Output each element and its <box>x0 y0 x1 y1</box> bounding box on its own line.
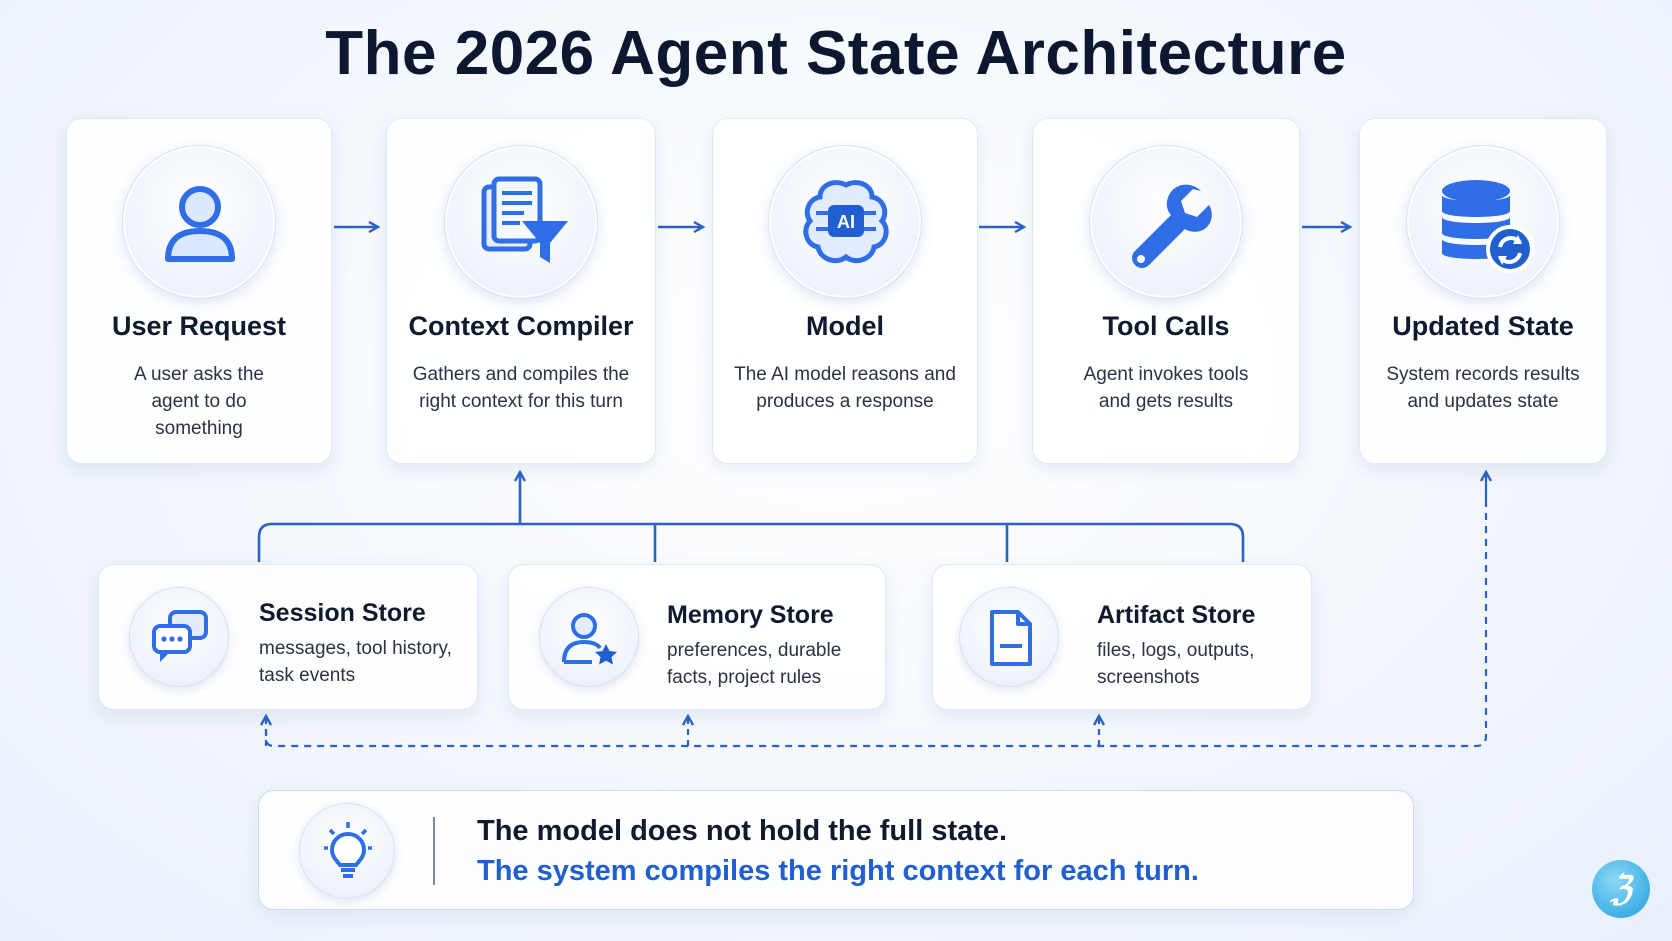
step-title: Model <box>806 311 884 341</box>
store-session: Session Store messages, tool history, ta… <box>98 564 478 710</box>
step-description: Agent invokes tools and gets results <box>1083 364 1249 412</box>
step-description: Gathers and compiles the right context f… <box>412 364 630 412</box>
store-memory: Memory Store preferences, durable facts,… <box>508 564 886 710</box>
step-model: AI Model The AI model reasons and produc… <box>712 118 978 464</box>
store-title: Artifact Store <box>1097 601 1256 629</box>
step-updated-state: Updated State System records results and… <box>1359 118 1607 464</box>
step-title: User Request <box>111 311 287 341</box>
step-description: System records results and updates state <box>1386 364 1580 412</box>
step-user-request: User Request A user asks the agent to do… <box>66 118 332 464</box>
store-description: files, logs, outputs, screenshots <box>1097 640 1255 688</box>
step-title: Context Compiler <box>408 311 634 341</box>
step-context-compiler: Context Compiler Gathers and compiles th… <box>386 118 656 464</box>
callout-divider <box>433 817 435 885</box>
document-icon <box>959 587 1059 687</box>
brand-logo-icon: ℨ <box>1592 860 1650 918</box>
store-artifact: Artifact Store files, logs, outputs, scr… <box>932 564 1312 710</box>
store-title: Memory Store <box>667 601 834 629</box>
wrench-icon <box>1089 145 1243 299</box>
stores-bracket <box>257 522 1245 562</box>
key-insight-callout: The model does not hold the full state. … <box>258 790 1414 910</box>
database-sync-icon <box>1406 145 1560 299</box>
step-description: The AI model reasons and produces a resp… <box>734 364 956 412</box>
ai-badge: AI <box>837 212 855 232</box>
step-tool-calls: Tool Calls Agent invokes tools and gets … <box>1032 118 1300 464</box>
page-title: The 2026 Agent State Architecture <box>325 19 1347 88</box>
callout-line-1: The model does not hold the full state. <box>477 815 1008 847</box>
user-star-icon <box>539 587 639 687</box>
lightbulb-icon <box>299 803 395 899</box>
document-filter-icon <box>444 145 598 299</box>
store-title: Session Store <box>259 599 426 627</box>
callout-line-2: The system compiles the right context fo… <box>477 855 1199 887</box>
store-description: messages, tool history, task events <box>259 638 452 686</box>
step-title: Tool Calls <box>1102 311 1230 341</box>
store-description: preferences, durable facts, project rule… <box>667 640 842 688</box>
user-icon <box>122 145 276 299</box>
ai-brain-icon: AI <box>768 145 922 299</box>
chat-bubbles-icon <box>129 587 229 687</box>
step-description: A user asks the agent to do something <box>134 364 264 439</box>
step-title: Updated State <box>1392 311 1574 341</box>
